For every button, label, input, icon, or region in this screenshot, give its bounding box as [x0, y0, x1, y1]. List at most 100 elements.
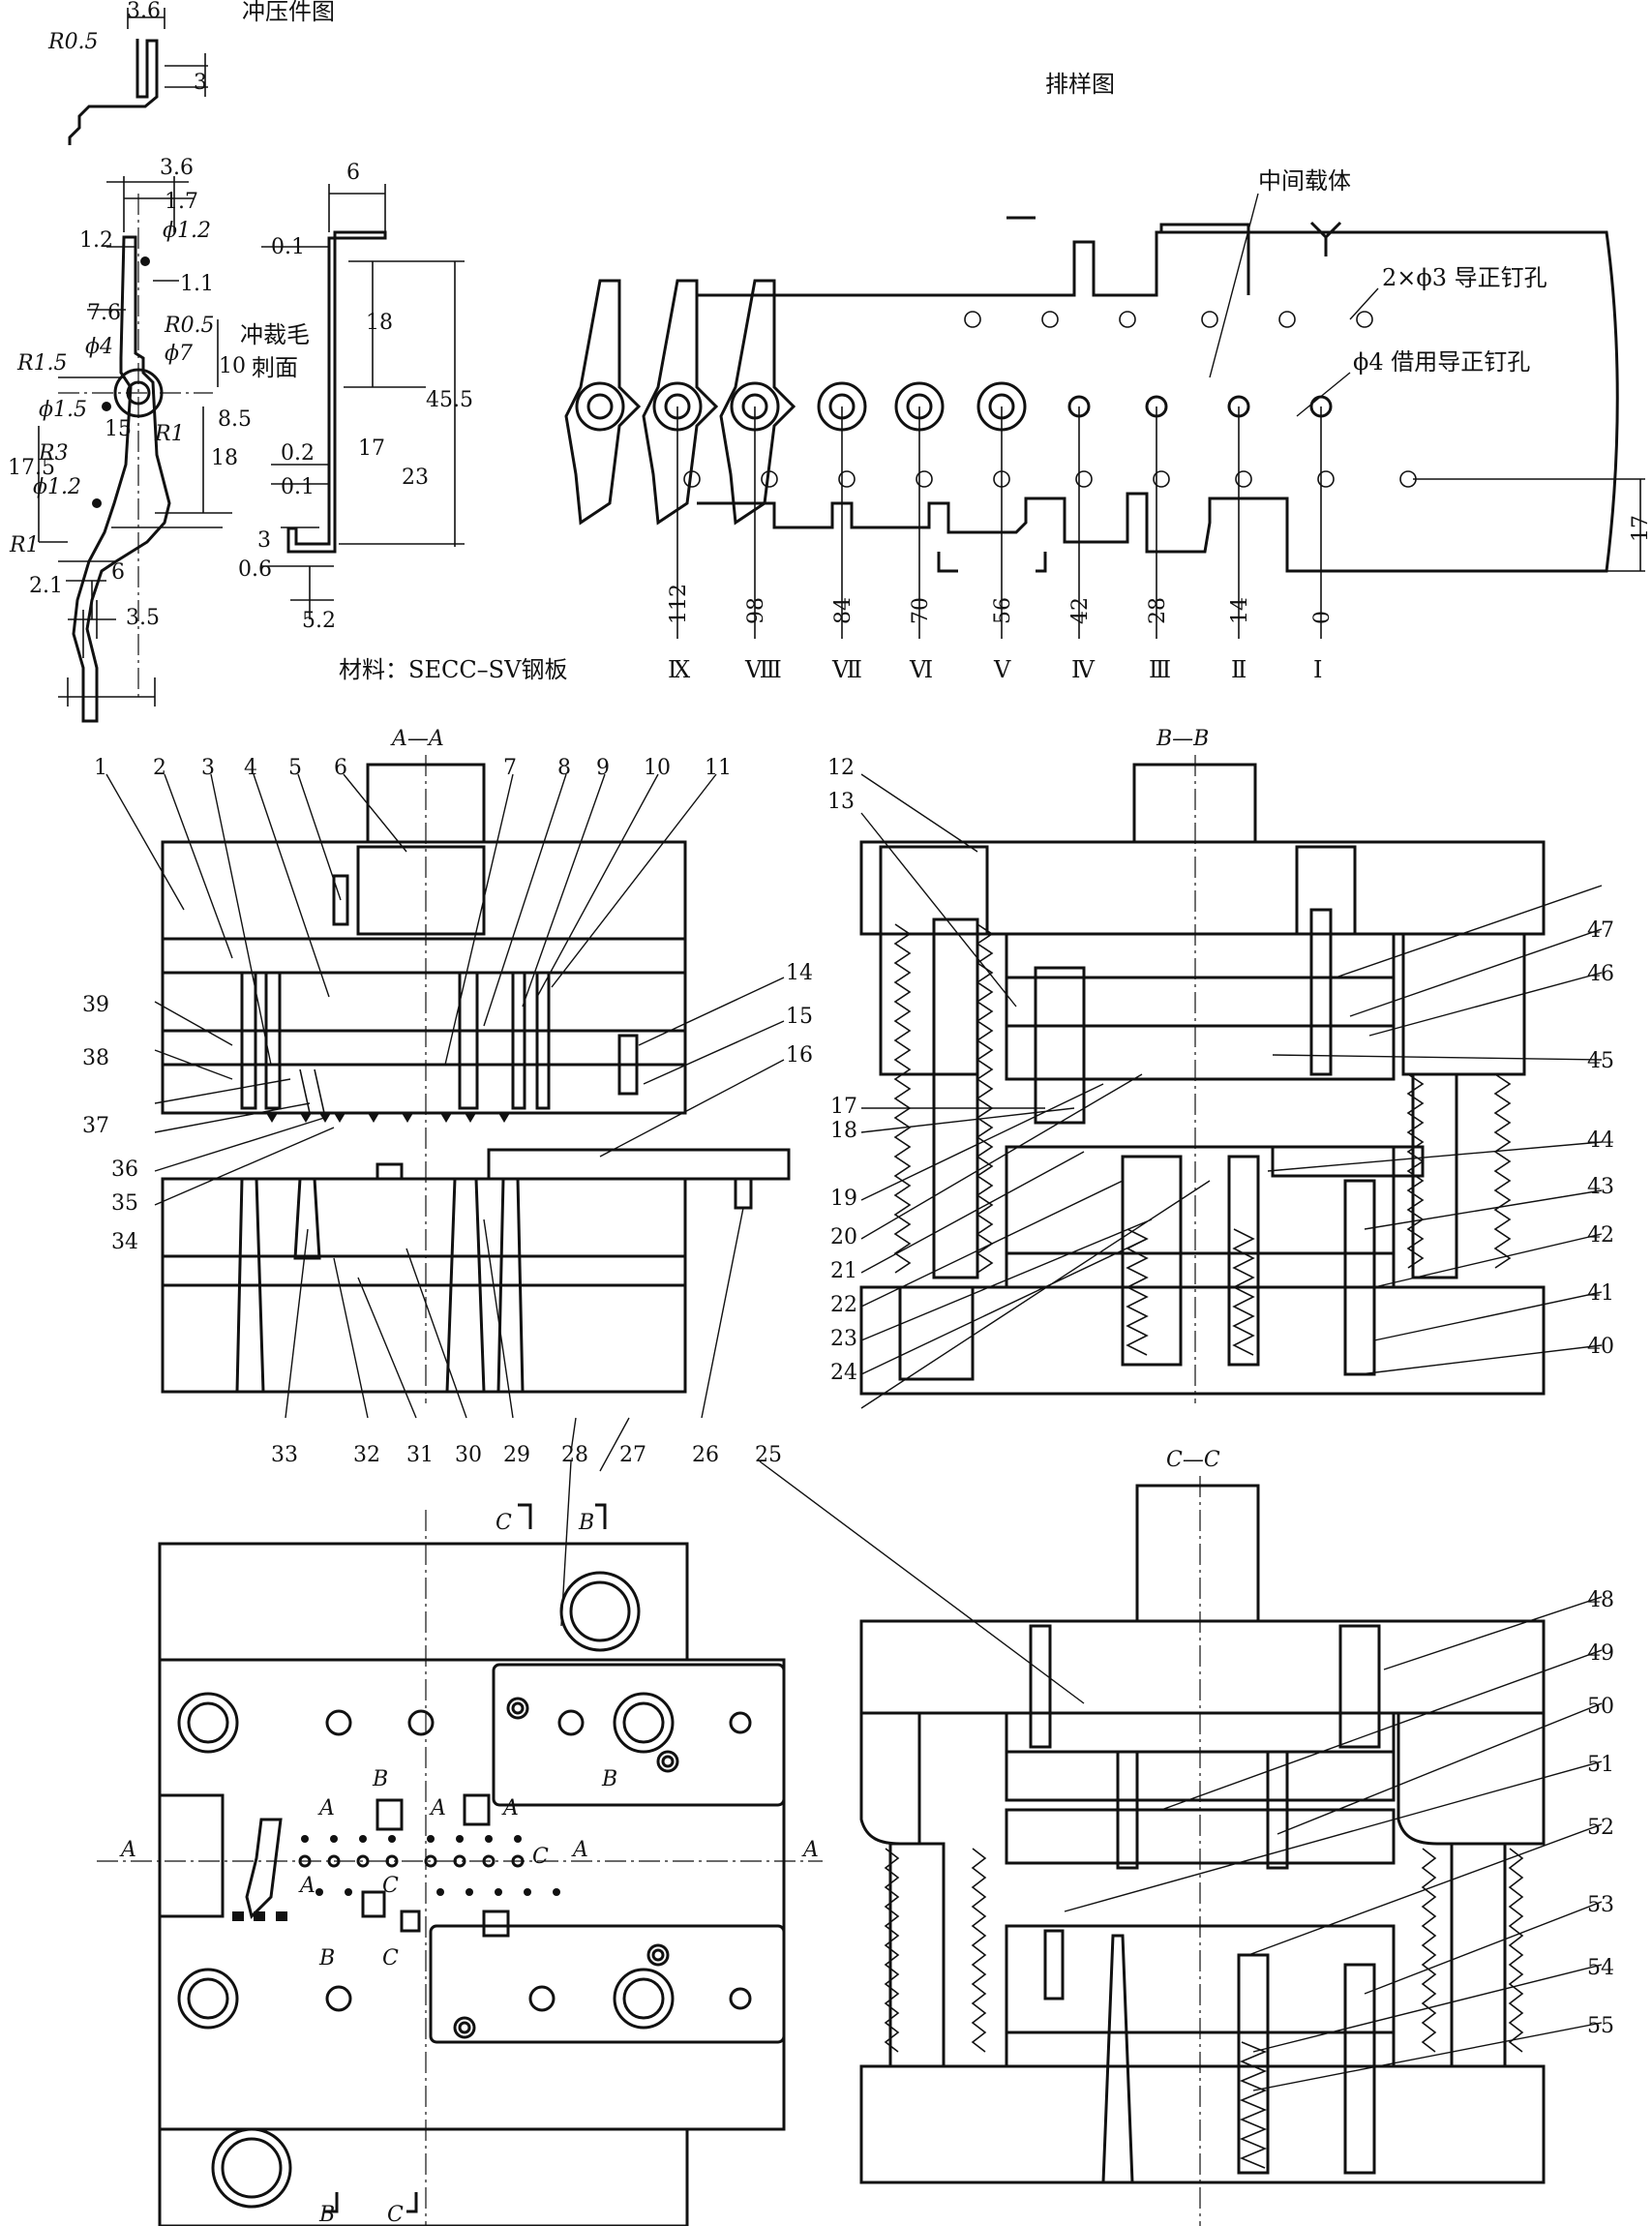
guide-rail-top — [492, 1663, 786, 1807]
callout-2: 2 — [153, 756, 166, 780]
pilot-tips — [266, 1113, 510, 1123]
spring — [299, 1068, 325, 1114]
callout-50: 50 — [1587, 1695, 1614, 1719]
callout-26: 26 — [692, 1443, 719, 1467]
strip-dim-17: 17 — [1629, 515, 1652, 542]
formed-parts — [564, 279, 1333, 526]
stop-pin — [734, 1177, 753, 1210]
dim-text: R0.5 — [47, 30, 99, 54]
callout-7: 7 — [503, 756, 517, 780]
side-block — [158, 1793, 225, 1918]
guide-rail-bottom — [429, 1924, 786, 2044]
mark-c: C — [532, 1845, 549, 1869]
screw-holes — [325, 1697, 752, 2039]
guide-post-hole — [613, 1692, 675, 1754]
spring — [1239, 2041, 1268, 2169]
punch — [1266, 1750, 1289, 1870]
callout-1: 1 — [94, 756, 107, 780]
guide-pin — [617, 1034, 639, 1096]
pilot-holes-label: 2×ϕ3 导正钉孔 — [1382, 264, 1547, 291]
dim-text: 2.1 — [29, 574, 63, 598]
callout-15: 15 — [786, 1005, 813, 1029]
springs — [884, 1848, 1524, 2053]
callout-27: 27 — [619, 1443, 646, 1467]
callout-30: 30 — [455, 1443, 482, 1467]
dim-text: R3 — [38, 441, 69, 466]
callout-44: 44 — [1587, 1128, 1614, 1153]
dim-lines — [38, 176, 232, 707]
guide-bush — [879, 932, 979, 1076]
callout-46: 46 — [1587, 962, 1614, 986]
stripper-plate — [161, 1063, 687, 1115]
mark-b-top: B — [578, 1511, 594, 1535]
dim-text: 6 — [346, 161, 360, 185]
part-front-outline — [72, 235, 171, 723]
screw-pocket — [1295, 845, 1357, 936]
svg-text:98: 98 — [744, 597, 768, 624]
callout-42: 42 — [1587, 1223, 1614, 1248]
dim-text: 45.5 — [426, 388, 473, 412]
screw — [1029, 1624, 1052, 1749]
dim-text: 23 — [402, 466, 429, 490]
callout-6: 6 — [334, 756, 347, 780]
callout-52: 52 — [1587, 1816, 1614, 1840]
mark-a-right: A — [801, 1838, 819, 1862]
mark-c-top: C — [496, 1511, 512, 1535]
svg-text:Ⅲ: Ⅲ — [1149, 656, 1171, 683]
lower-base-outline — [158, 2127, 689, 2226]
mark-a: A — [501, 1796, 519, 1820]
dim-text: 10 — [219, 354, 246, 378]
dim-text: 0.2 — [281, 441, 315, 466]
dim-line — [165, 53, 208, 97]
dim-text: R1 — [154, 422, 185, 446]
svg-text:28: 28 — [1146, 597, 1170, 624]
dim-text: ϕ1.5 — [39, 398, 87, 422]
post-hole — [898, 1285, 975, 1381]
stamping-part-view: 冲压件图 3.6 R0.5 3 3.6 1.7 ϕ1.2 1.2 1.1 7.6… — [8, 0, 567, 723]
strip-layout-view: 排样图 中间载体 2×ϕ3 导正钉孔 ϕ4 借用导正钉孔 — [564, 71, 1652, 683]
mark-a: A — [298, 1874, 315, 1898]
lower-die-set — [161, 1283, 687, 1394]
side-dim-lines — [261, 184, 465, 619]
callout-45: 45 — [1587, 1049, 1614, 1073]
callout-36: 36 — [111, 1158, 138, 1182]
pilot-dots — [298, 1835, 560, 1896]
die-backing — [1005, 1251, 1396, 1289]
bolt — [1343, 1179, 1376, 1376]
svg-text:42: 42 — [1068, 597, 1093, 624]
mark-a: A — [317, 1796, 335, 1820]
punch — [1116, 1750, 1139, 1870]
shank-circle-inner — [569, 1580, 631, 1642]
strip-cutouts — [232, 1793, 510, 1938]
pilot-holes — [683, 311, 1417, 488]
svg-text:84: 84 — [831, 597, 856, 624]
punch — [458, 971, 479, 1110]
svg-text:Ⅶ: Ⅶ — [831, 656, 862, 683]
guide-bush-right — [1397, 1713, 1546, 1846]
callout-40: 40 — [1587, 1335, 1614, 1359]
callout-47: 47 — [1587, 918, 1614, 943]
mark-a-left: A — [119, 1838, 136, 1862]
callout-37: 37 — [82, 1114, 109, 1138]
dim-text: 1.2 — [79, 228, 113, 253]
guide-post — [888, 1842, 946, 2068]
dim-text: 0.6 — [238, 557, 272, 582]
dim-text: 18 — [366, 311, 393, 335]
callout-19: 19 — [830, 1187, 857, 1211]
springs — [893, 923, 1512, 1356]
callout-31: 31 — [406, 1443, 434, 1467]
callout-22: 22 — [830, 1293, 857, 1317]
callout-53: 53 — [1587, 1893, 1614, 1917]
dim-text: 7.6 — [87, 301, 121, 325]
screw — [332, 874, 349, 926]
callout-12: 12 — [827, 756, 855, 780]
punch — [240, 971, 257, 1110]
callout-34: 34 — [111, 1230, 138, 1254]
strip-guide — [487, 1148, 791, 1181]
callout-16: 16 — [786, 1043, 813, 1068]
dim-text: 17 — [358, 436, 385, 461]
shank — [1135, 1484, 1260, 1623]
callout-20: 20 — [830, 1225, 857, 1249]
plan-view: C B B B B A A A A A A A C C C B C — [97, 1503, 823, 2226]
